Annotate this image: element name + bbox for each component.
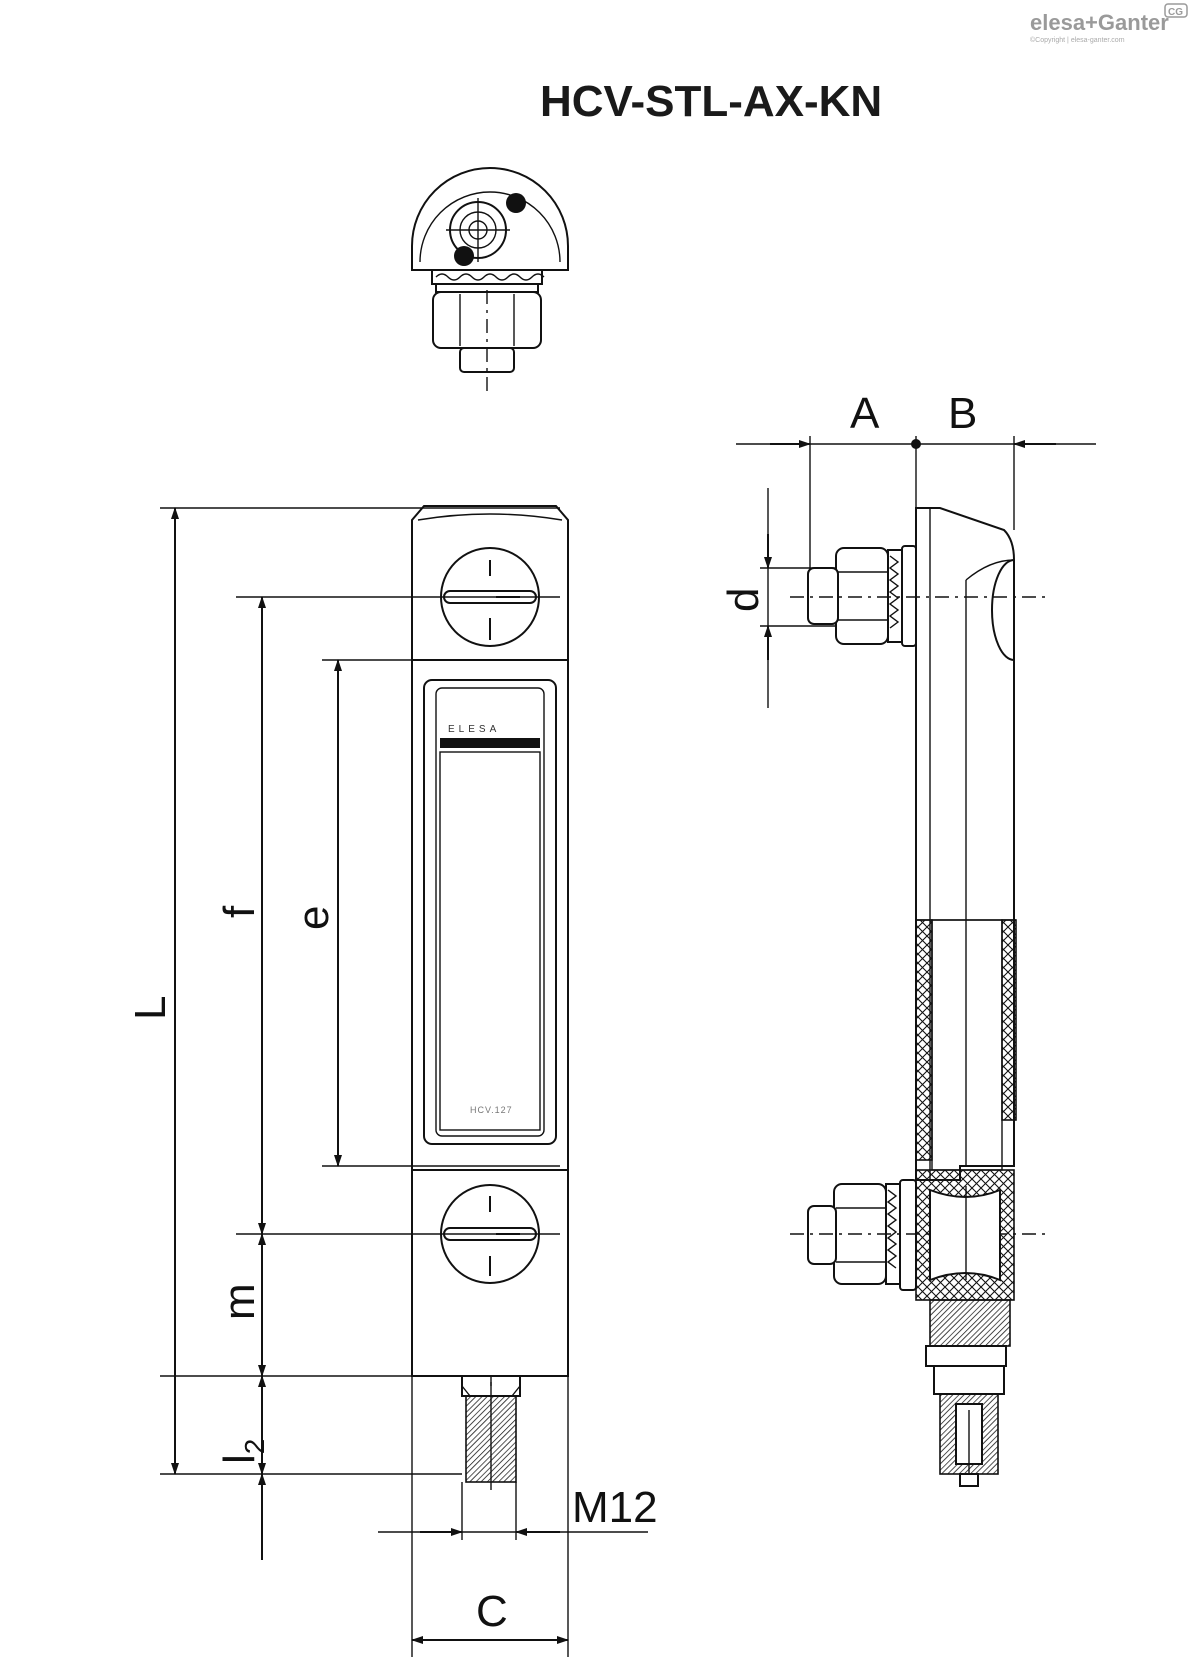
window-brand-label: ELESA	[448, 724, 500, 735]
dim-B: B	[948, 389, 977, 438]
dim-e: e	[289, 906, 338, 930]
dim-m: m	[215, 1283, 264, 1320]
brand-logo-text: elesa+Ganter	[1030, 10, 1169, 35]
dim-l2-main: l	[215, 1454, 264, 1464]
front-view: ELESA HCV.127	[411, 505, 569, 1490]
page-title: HCV-STL-AX-KN	[540, 77, 882, 126]
front-dimensions: L f e m l2 M12 C	[126, 507, 658, 1657]
dim-L: L	[126, 996, 175, 1020]
brand-badge: CG	[1168, 7, 1183, 18]
dim-f: f	[215, 905, 264, 918]
dim-d: d	[719, 588, 768, 612]
dim-l2-sub: 2	[239, 1439, 270, 1455]
dim-C: C	[476, 1587, 508, 1636]
brand-copyright: ©Copyright | elesa-ganter.com	[1030, 36, 1125, 44]
dim-M12: M12	[572, 1483, 658, 1532]
side-view	[790, 507, 1050, 1487]
brand-logo: elesa+Ganter ©Copyright | elesa-ganter.c…	[1030, 3, 1188, 44]
top-view	[411, 167, 569, 392]
dim-A: A	[850, 389, 880, 438]
window-code-label: HCV.127	[470, 1105, 513, 1115]
side-dimensions: A B d	[719, 389, 1096, 708]
dim-l2: l2	[215, 1439, 270, 1464]
